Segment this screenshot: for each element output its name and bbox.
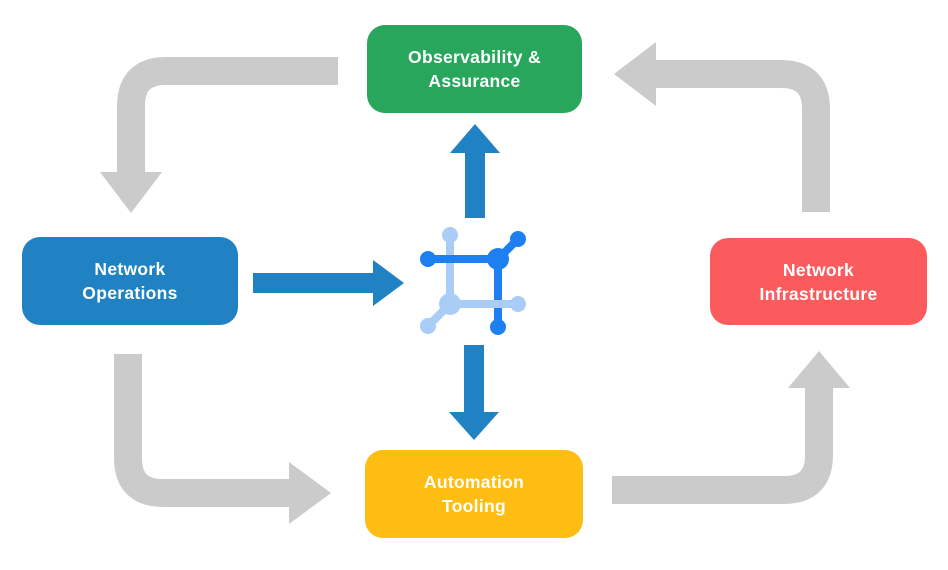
node-label: Automation Tooling bbox=[424, 470, 524, 518]
arrowhead-left-icon bbox=[614, 42, 656, 106]
icon-node bbox=[487, 248, 509, 270]
node-label-line: Network bbox=[94, 259, 166, 279]
network-automation-icon bbox=[420, 227, 526, 335]
node-observability-assurance: Observability & Assurance bbox=[367, 25, 582, 113]
arrow-bottom-to-right bbox=[612, 388, 833, 504]
center-arrow-heads bbox=[373, 124, 500, 440]
node-label-line: Tooling bbox=[442, 496, 506, 516]
node-label: Network Infrastructure bbox=[760, 258, 878, 306]
icon-dark-dots bbox=[420, 231, 526, 335]
icon-dot bbox=[420, 318, 436, 334]
cycle-arrow-shafts bbox=[114, 57, 833, 507]
icon-dot bbox=[442, 227, 458, 243]
center-arrow-shafts bbox=[253, 152, 485, 413]
arrowhead-up-icon bbox=[788, 351, 850, 388]
node-label: Network Operations bbox=[82, 257, 177, 305]
cycle-arrow-heads bbox=[100, 42, 850, 524]
arrow-top-to-left bbox=[117, 57, 338, 173]
node-label-line: Observability & bbox=[408, 47, 541, 67]
arrowhead-right-icon bbox=[289, 462, 331, 524]
node-label-line: Network bbox=[782, 259, 855, 280]
node-label-line: Infrastructure bbox=[759, 283, 878, 304]
icon-light-dots-over bbox=[510, 296, 526, 312]
arrow-left-to-bottom bbox=[114, 354, 290, 507]
arrowhead-down-icon bbox=[100, 172, 162, 213]
node-label-line: Operations bbox=[82, 283, 178, 303]
node-automation-tooling: Automation Tooling bbox=[365, 450, 583, 538]
node-label-line: Assurance bbox=[428, 71, 521, 91]
icon-dot bbox=[510, 296, 526, 312]
arrowhead-up-blue-icon bbox=[450, 124, 500, 153]
node-label-line: Automation bbox=[423, 472, 525, 492]
icon-dot bbox=[420, 251, 436, 267]
arrowhead-down-blue-icon bbox=[449, 412, 499, 440]
icon-dot bbox=[510, 231, 526, 247]
node-network-infrastructure: Network Infrastructure bbox=[710, 238, 927, 325]
node-network-operations: Network Operations bbox=[22, 237, 238, 325]
arrowhead-right-blue-icon bbox=[373, 260, 404, 306]
icon-dot bbox=[490, 319, 506, 335]
node-label: Observability & Assurance bbox=[408, 45, 541, 93]
arrow-right-to-top bbox=[656, 60, 830, 212]
